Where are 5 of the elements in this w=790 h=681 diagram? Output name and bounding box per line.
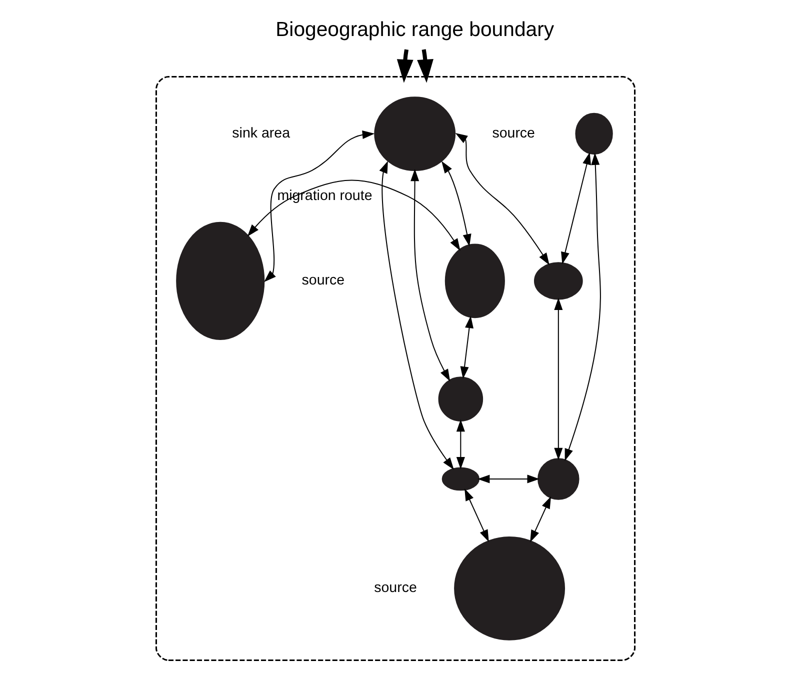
label: sink area <box>232 126 290 142</box>
node-label: source <box>492 126 535 142</box>
node-label: source <box>374 580 416 596</box>
node-label: source <box>301 272 344 289</box>
node-text: Biogeographic range boundary <box>275 19 554 42</box>
